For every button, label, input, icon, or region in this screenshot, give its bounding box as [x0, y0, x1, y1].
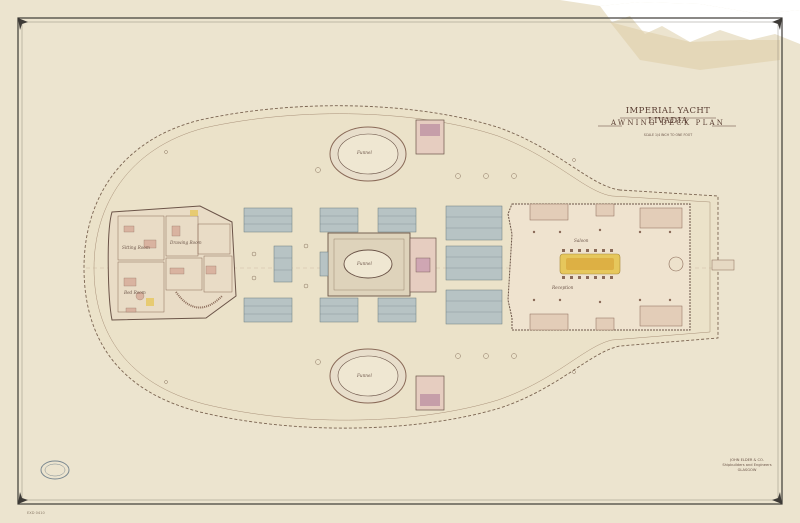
aft-deckhouse-rooms	[117, 215, 233, 313]
skylight-group	[243, 205, 503, 325]
skylight	[445, 289, 503, 325]
drawing-title: IMPERIAL YACHT LIVADIA	[625, 106, 711, 126]
dining-chairs	[562, 249, 613, 279]
skylight	[377, 297, 417, 323]
archive-stamp	[40, 460, 70, 480]
aft-deckhouse	[107, 205, 237, 321]
skylight	[243, 297, 293, 323]
maker-imprint: JOHN ELDER & CO. Shipbuilders and Engine…	[718, 458, 776, 472]
archive-reference: EXD 0410	[27, 511, 45, 515]
aft-accent-yellow	[146, 210, 198, 306]
corner-ornament-top-right	[772, 18, 782, 30]
bow-structure	[711, 259, 735, 271]
dining-table-inner	[566, 258, 614, 270]
drawing-room-label: Drawing Room	[170, 240, 202, 245]
corner-ornament-bottom-right	[772, 492, 782, 504]
border-frame	[17, 17, 783, 505]
lower-funnel	[337, 355, 399, 397]
fountain	[668, 256, 684, 272]
deck-edge-inner	[93, 113, 711, 421]
maker-name: JOHN ELDER & CO.	[730, 458, 764, 462]
sitting-room-label: Sitting Room	[122, 245, 150, 250]
lower-funnel-label: Funnel	[357, 373, 372, 378]
skylight	[273, 245, 293, 283]
maker-city: GLASGOW	[737, 467, 757, 472]
skylight	[445, 245, 503, 281]
saloon-label: Saloon	[574, 238, 589, 243]
upper-funnel-label: Funnel	[357, 150, 372, 155]
center-funnel-label: Funnel	[357, 261, 372, 266]
forward-corner-rooms	[529, 203, 683, 331]
skylight	[377, 207, 417, 233]
paper-stain	[610, 22, 780, 70]
upper-deckhouse-roof	[420, 124, 440, 136]
lower-deckhouse-roof	[420, 394, 440, 406]
forward-columns	[532, 228, 672, 304]
center-deckhouse-stair	[415, 257, 431, 273]
drawing-scale: SCALE 1/4 INCH TO ONE FOOT	[643, 133, 693, 137]
border-frame-inner	[21, 21, 779, 501]
archive-stamp-inner	[44, 463, 66, 477]
upper-funnel	[337, 133, 399, 175]
aft-furniture	[123, 225, 217, 313]
skylight	[445, 205, 503, 241]
reception-label: Reception	[552, 285, 574, 290]
paper-torn-edge	[600, 2, 800, 44]
deck-fittings	[164, 150, 576, 384]
maker-trade: Shipbuilders and Engineers	[722, 462, 772, 467]
center-funnel	[343, 249, 393, 279]
skylight	[319, 207, 359, 233]
bedroom-label: Bed Room	[124, 290, 146, 295]
drawing-subtitle: AWNING DECK PLAN	[610, 119, 726, 127]
skylight	[319, 297, 359, 323]
skylight	[243, 207, 293, 233]
corner-ornament-top-left	[18, 18, 28, 30]
corner-ornament-bottom-left	[18, 492, 28, 504]
skylight	[319, 251, 329, 277]
center-funnel-casing-inner	[333, 238, 405, 291]
skylight-grid-lines	[244, 215, 502, 315]
